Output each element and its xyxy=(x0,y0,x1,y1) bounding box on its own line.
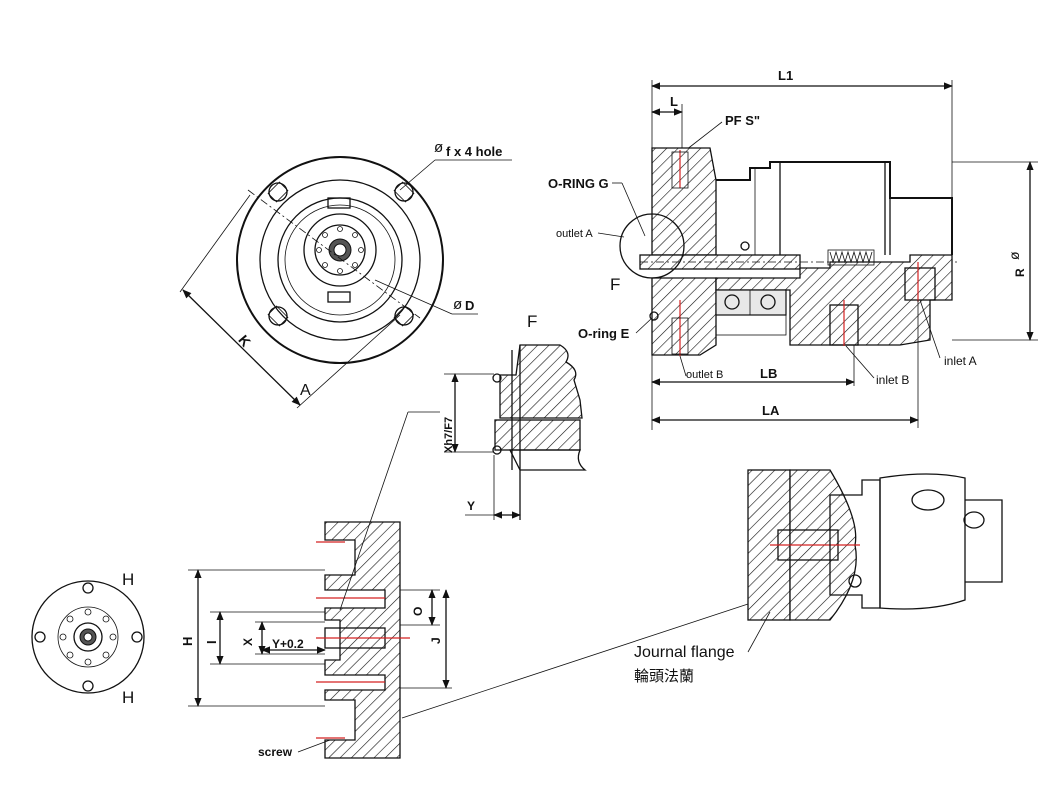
dim-x2-text: X xyxy=(241,638,255,646)
bearings xyxy=(715,289,787,336)
small-flange-boss xyxy=(73,622,103,652)
oring-e-symbol xyxy=(649,311,659,321)
detail-f-oring-top xyxy=(492,373,502,383)
journal-label-zh: 輪頭法蘭 xyxy=(634,668,694,685)
port-leader xyxy=(685,121,723,151)
dim-y2-text: Y+0.2 xyxy=(272,637,304,651)
screw-leader xyxy=(297,739,331,753)
front-view: K A ø f x 4 hole ø D xyxy=(179,139,512,409)
outlet-a-text: outlet A xyxy=(556,228,593,240)
dim-h-text: H xyxy=(180,637,195,646)
dim-k-ext2 xyxy=(296,314,401,409)
small-flange-bore-inner xyxy=(83,632,93,642)
center-ring xyxy=(314,224,366,276)
journal-3d-port xyxy=(911,489,945,511)
phi-icon: ø xyxy=(453,296,462,313)
journal-3d-shaft-hole xyxy=(963,511,985,529)
detail-f-ref: F xyxy=(610,275,620,294)
dim-la-text: LA xyxy=(762,403,780,418)
dim-i-text: I xyxy=(204,640,219,644)
dim-k-line xyxy=(182,289,301,406)
flange-upper-section xyxy=(651,147,717,256)
detail-f-oring-bottom xyxy=(492,445,502,455)
detail-f-shaft xyxy=(494,419,581,451)
flange-outer-circle xyxy=(236,156,444,364)
hole-note-leader xyxy=(399,159,436,191)
outlet-b-text: outlet B xyxy=(686,369,723,381)
port-bore-bottom xyxy=(671,317,689,355)
detail-leader xyxy=(339,411,409,611)
small-flange-h-bottom: H xyxy=(122,688,134,707)
journal-3d-leader xyxy=(401,603,749,719)
small-bolt-holes xyxy=(316,226,364,274)
detail-f-lower xyxy=(508,449,587,471)
small-flange-h-top: H xyxy=(122,570,134,589)
outlet-b-leader xyxy=(679,355,687,377)
small-flange-outer xyxy=(31,580,145,694)
oring-g-text: O-RING G xyxy=(548,176,609,191)
inlet-b-leader xyxy=(845,345,875,379)
journal-label-en: Journal flange xyxy=(634,644,735,661)
hole-note-text: f x 4 hole xyxy=(446,144,502,159)
housing-lower-section xyxy=(715,254,953,346)
oring-e-text: O-ring E xyxy=(578,326,630,341)
dim-l-text: L xyxy=(670,94,678,109)
flange-lower-section xyxy=(651,277,717,356)
spring xyxy=(827,249,875,266)
key-slot-top xyxy=(327,197,351,209)
phi-icon: ø xyxy=(1006,251,1022,260)
port-text: PF S" xyxy=(725,113,760,128)
detail-f-circle xyxy=(619,213,685,279)
inlet-a-text: inlet A xyxy=(944,354,977,368)
section-view: L1 L PF S" xyxy=(548,68,1038,430)
dim-x-text: Xh7/F7 xyxy=(443,417,455,453)
dim-j-text: J xyxy=(429,637,443,644)
journal-3d-body xyxy=(879,473,966,610)
dim-r-text: R xyxy=(1013,268,1027,277)
housing-outline-top xyxy=(716,161,953,255)
oring-small xyxy=(740,241,750,251)
hub-step-circle xyxy=(284,204,396,316)
phi-icon: ø xyxy=(434,139,443,156)
detail-f-title: F xyxy=(527,312,537,331)
journal-3d-view: Journal flange 輪頭法蘭 xyxy=(634,469,1003,685)
dim-y-text: Y xyxy=(467,499,475,513)
flange-inner-circle xyxy=(259,179,421,341)
outlet-a-leader xyxy=(597,232,625,238)
diagonal-centerline xyxy=(247,189,421,319)
small-flange-outer-holes xyxy=(34,582,143,692)
dim-lb-text: LB xyxy=(760,366,777,381)
inlet-b-text: inlet B xyxy=(876,373,909,387)
dim-o-text: O xyxy=(411,607,425,616)
dim-k-ext1 xyxy=(179,194,251,293)
journal-flange-body xyxy=(324,521,401,759)
oring-e-leader xyxy=(635,317,653,334)
port-bore-top xyxy=(671,151,689,189)
center-boss xyxy=(303,213,377,287)
center-bore-inner xyxy=(333,243,347,257)
small-flange-bolt-circle xyxy=(57,606,119,668)
detail-f: F Xh7/F7 Y xyxy=(443,312,587,520)
journal-section: H I X Y+0.2 O J screw xyxy=(180,411,749,759)
key-slot-bottom xyxy=(327,291,351,303)
dim-k-text: K xyxy=(235,332,254,350)
diameter-d-leader xyxy=(374,279,453,315)
inlet-a-leader xyxy=(919,299,941,359)
oring-g-leader xyxy=(621,182,646,237)
journal-3d-plug xyxy=(848,574,862,588)
dim-a-text: A xyxy=(300,382,311,399)
dim-l1-text: L1 xyxy=(778,68,793,83)
screw-text: screw xyxy=(258,745,293,759)
journal-3d-shaft xyxy=(965,499,1003,583)
small-flange-view: H H xyxy=(31,570,145,707)
journal-label-leader xyxy=(747,611,771,653)
diameter-d-text: D xyxy=(465,298,474,313)
small-flange-inner-holes xyxy=(59,608,117,666)
